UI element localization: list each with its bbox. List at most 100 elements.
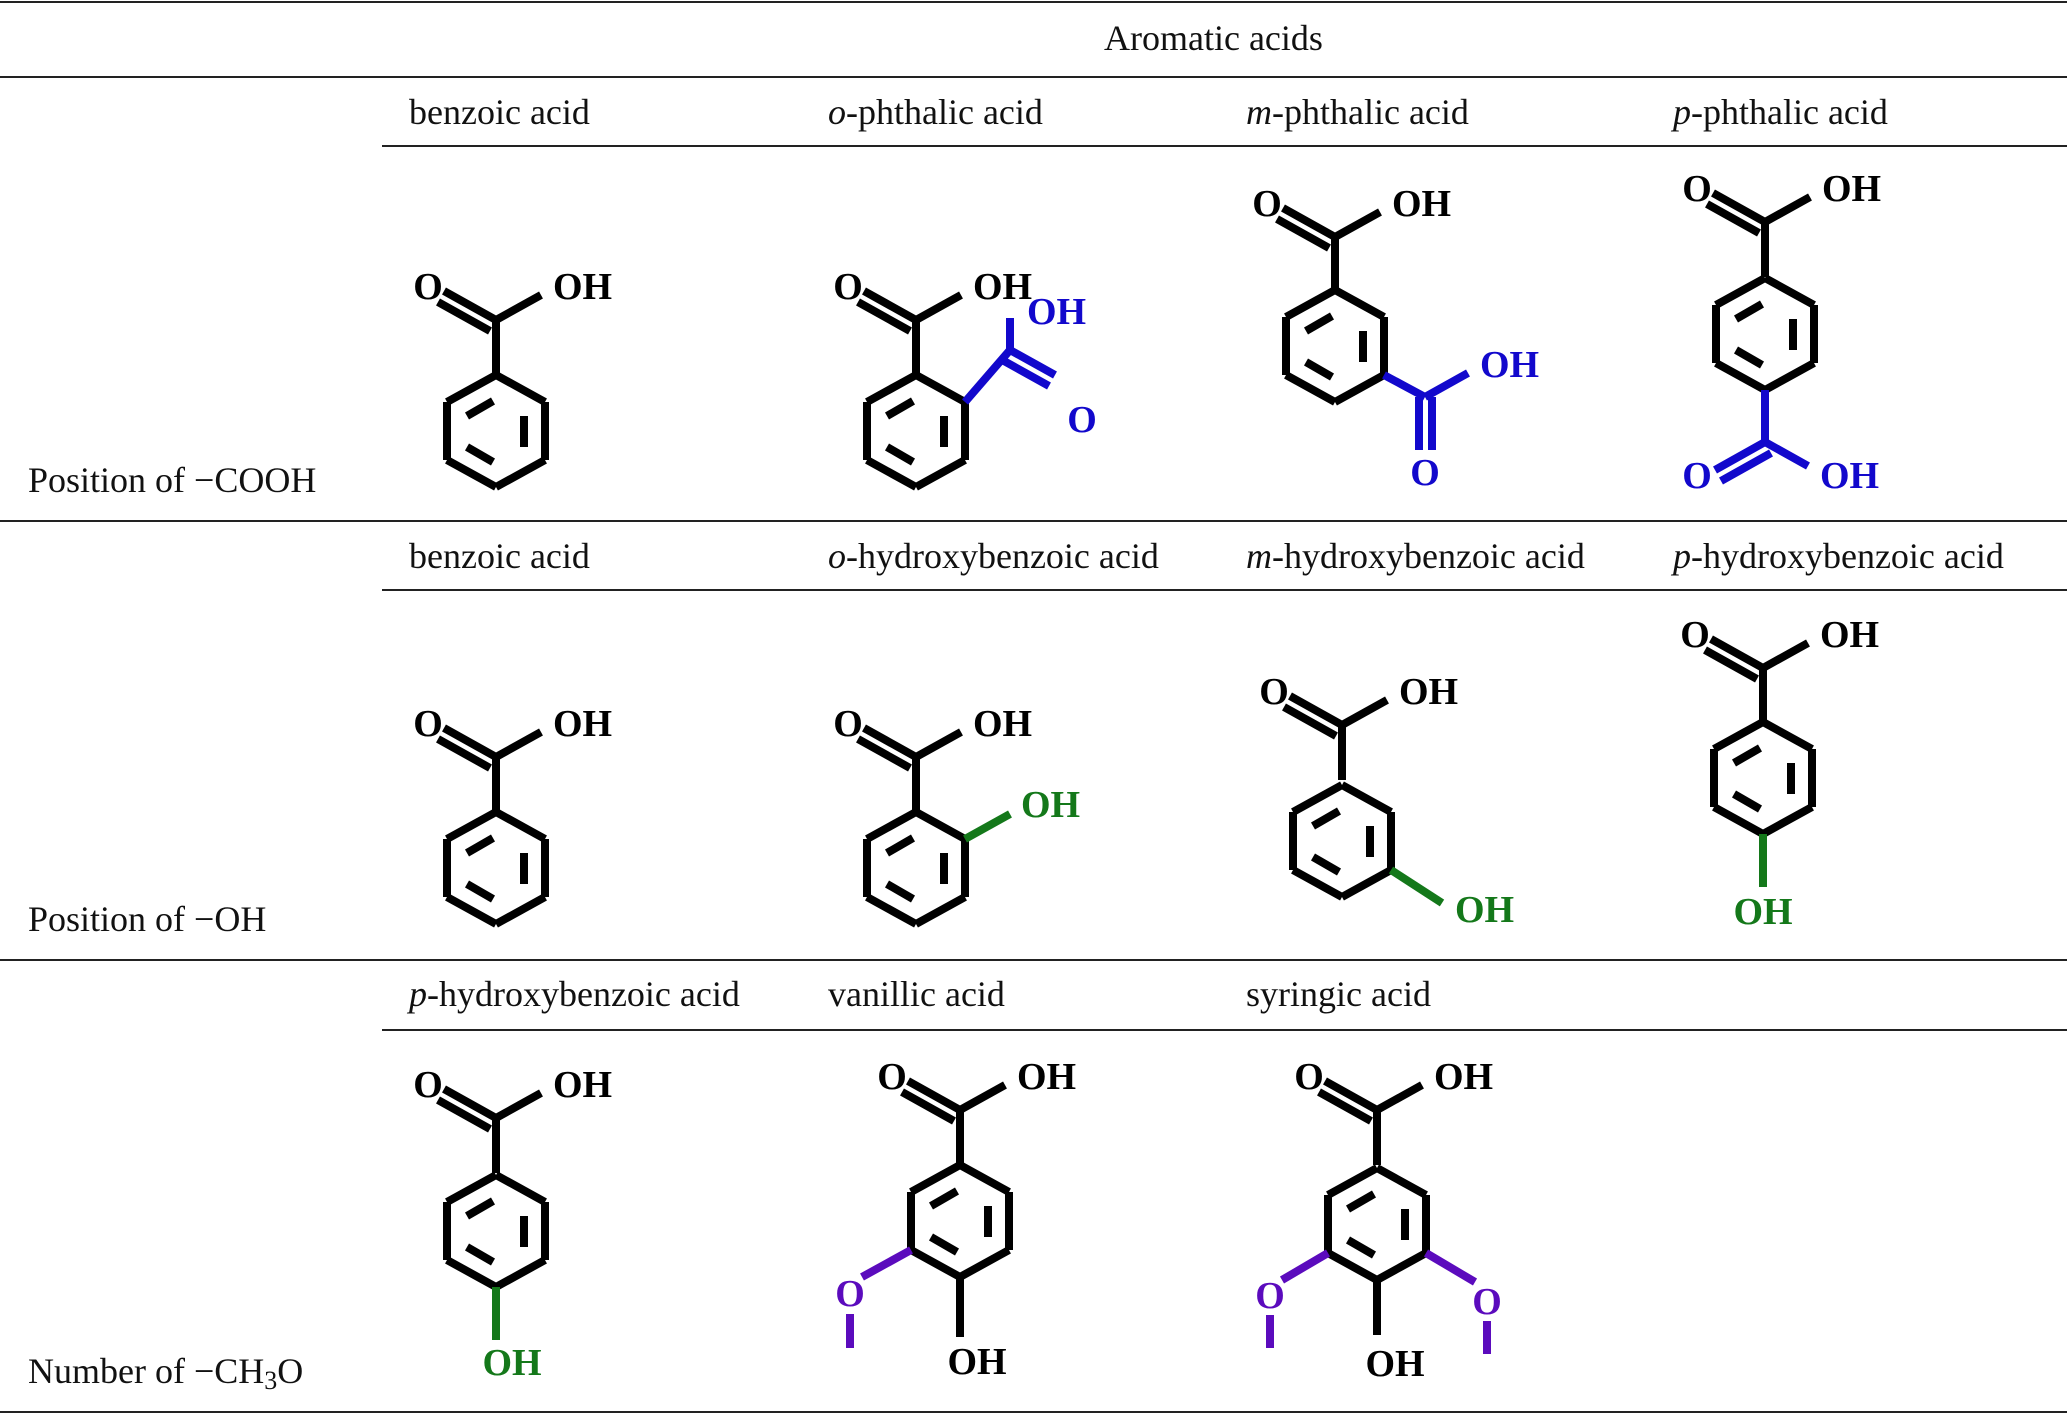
bottom-rule: [0, 1411, 2067, 1413]
ring-bond: [1714, 274, 1767, 309]
carboxyl-bond: [1382, 371, 1427, 401]
ring-bond: [1712, 718, 1765, 753]
ring-double-bond: [1304, 312, 1334, 335]
hydroxyl-label: OH: [1017, 1056, 1076, 1098]
hydroxyl-label: OH: [1392, 183, 1451, 225]
compound-name: p-phthalic acid: [1673, 92, 1888, 132]
carbonyl-bond: [442, 1085, 498, 1122]
compound-name: p-hydroxybenzoic acid: [409, 974, 740, 1014]
carbonyl-bond: [856, 298, 912, 335]
carbonyl-bond: [1288, 692, 1344, 729]
ring-double-bond: [1732, 790, 1762, 813]
ring-bond: [494, 893, 547, 928]
oxygen-label: O: [1067, 399, 1097, 441]
table-header: Aromatic acids: [1104, 18, 1323, 58]
carbonyl-bond: [1281, 204, 1337, 241]
oxygen-label: O: [1252, 183, 1282, 225]
row-label-end: O: [277, 1351, 304, 1391]
ring-bond: [494, 456, 547, 491]
ring-double-bond: [1311, 807, 1341, 830]
hydroxyl-label: OH: [1027, 291, 1086, 333]
ring-bond: [909, 1161, 962, 1196]
ring-bond: [914, 456, 967, 491]
ring-bond: [1761, 803, 1814, 838]
row-label-main: Number of −CH: [28, 1351, 265, 1391]
hydroxyl-bond: [1340, 696, 1389, 729]
oxygen-label: O: [1255, 1275, 1285, 1317]
carbonyl-bond: [1008, 346, 1057, 379]
carbonyl-bond: [1713, 438, 1767, 474]
row-label-cooh-position: Position of −COOH: [28, 460, 317, 500]
hydroxyl-label: OH: [1820, 455, 1879, 497]
hydroxyl-bond: [1761, 639, 1810, 672]
hydroxyl-bond: [914, 291, 963, 324]
carbonyl-bond: [862, 724, 918, 761]
oxygen-label: O: [877, 1056, 907, 1098]
ring-double-bond: [465, 880, 495, 903]
hydroxyl-label: OH: [947, 1341, 1006, 1383]
ring-double-bond: [1311, 853, 1341, 876]
ring-bond: [1714, 359, 1767, 394]
carboxyl-bond: [961, 347, 1014, 405]
ring-double-bond: [1734, 346, 1764, 369]
hydroxyl-bond: [963, 810, 1012, 843]
ring-bond: [958, 1246, 1011, 1281]
ring-double-bond: [465, 397, 495, 420]
ring-double-bond: [465, 1197, 495, 1220]
hydroxyl-bond: [1333, 208, 1382, 241]
ring-double-bond: [1732, 744, 1762, 767]
carbonyl-bond: [1275, 215, 1331, 252]
ring-bond: [914, 371, 967, 406]
hydroxyl-label: OH: [1733, 891, 1792, 933]
compound-name: vanillic acid: [828, 974, 1005, 1014]
oxygen-label: O: [413, 703, 443, 745]
ring-bond: [445, 1171, 498, 1206]
hydroxyl-label: OH: [1822, 168, 1881, 210]
ring-bond: [958, 1161, 1011, 1196]
row2-sub-rule: [382, 589, 2067, 591]
ring-bond: [1375, 1164, 1428, 1199]
ring-double-bond: [465, 443, 495, 466]
methoxy-bond: [860, 1246, 913, 1281]
carbonyl-bond: [856, 735, 912, 772]
row-label-subscript: 3: [264, 1366, 278, 1395]
compound-name: syringic acid: [1246, 974, 1431, 1014]
carbonyl-bond: [436, 1096, 492, 1133]
hydroxyl-bond: [1763, 193, 1812, 226]
ring-bond: [1761, 718, 1814, 753]
carbonyl-bond: [436, 298, 492, 335]
carbonyl-bond: [1703, 646, 1759, 683]
ring-bond: [1284, 286, 1337, 321]
hydroxyl-label: OH: [1399, 671, 1458, 713]
ring-bond: [1333, 371, 1386, 406]
carbonyl-bond: [1002, 357, 1051, 390]
oxygen-label: O: [1294, 1056, 1324, 1098]
ring-bond: [909, 1246, 962, 1281]
methoxy-bond: [1423, 1249, 1478, 1286]
ring-bond: [494, 371, 547, 406]
hydroxyl-label: OH: [1455, 889, 1514, 931]
oxygen-label: O: [833, 266, 863, 308]
row-label-oh-position: Position of −OH: [28, 899, 267, 939]
ring-bond: [445, 893, 498, 928]
hydroxyl-bond: [494, 1089, 543, 1122]
hydroxyl-bond: [914, 728, 963, 761]
ring-bond: [1712, 803, 1765, 838]
hydroxyl-label: OH: [553, 1064, 612, 1106]
ring-bond: [494, 1256, 547, 1291]
carbonyl-bond: [900, 1088, 956, 1125]
ring-double-bond: [885, 397, 915, 420]
oxygen-label: O: [1472, 1281, 1502, 1323]
ring-bond: [494, 808, 547, 843]
hydroxyl-bond: [494, 728, 543, 761]
hydroxyl-bond: [1375, 1081, 1424, 1114]
ring-bond: [865, 808, 918, 843]
ring-double-bond: [465, 834, 495, 857]
hydroxyl-label: OH: [1021, 784, 1080, 826]
compound-name: m-phthalic acid: [1246, 92, 1469, 132]
ring-bond: [1375, 1249, 1428, 1284]
carbonyl-bond: [436, 735, 492, 772]
hydroxyl-bond: [1763, 438, 1810, 470]
carbonyl-bond: [1705, 200, 1761, 237]
